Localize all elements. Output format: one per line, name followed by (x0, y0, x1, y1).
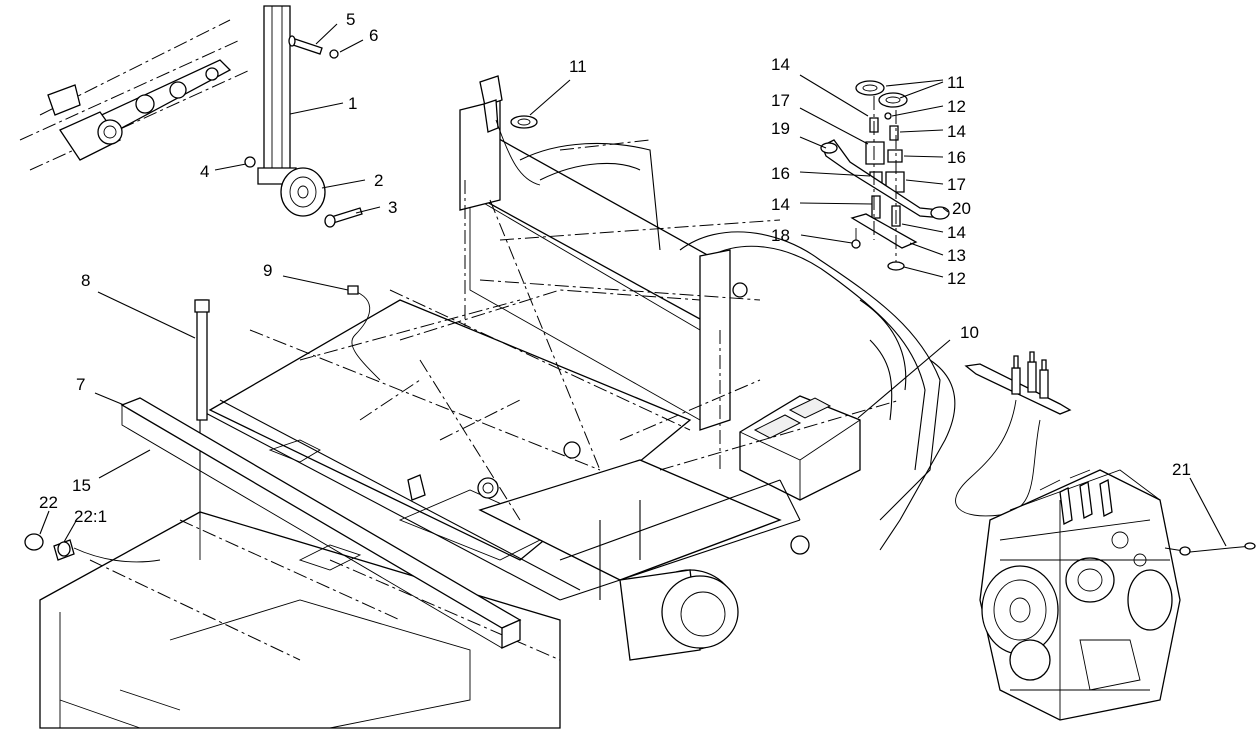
housing-part-17a (865, 141, 885, 165)
fitting-part-22-1 (53, 539, 161, 563)
callout-1: 1 (348, 94, 357, 113)
connector-part-11-upper (479, 75, 541, 186)
callout-6: 6 (369, 26, 378, 45)
harness-part-10 (955, 351, 1072, 517)
callout-18: 18 (771, 226, 790, 245)
callout-19: 19 (771, 119, 790, 138)
sensor-part-14c (889, 125, 899, 141)
cap-part-22 (24, 533, 44, 551)
grommet-part-11b (878, 92, 908, 108)
callout-12-b: 12 (947, 269, 966, 288)
callout-16-b: 16 (947, 148, 966, 167)
callout-13: 13 (947, 246, 966, 265)
callout-11-b: 11 (947, 73, 965, 92)
bracket-part-13 (850, 213, 918, 249)
callout-8: 8 (81, 271, 90, 290)
leader-lines (39, 23, 1227, 547)
sensor-stack (820, 80, 950, 271)
grommet-part-11a (855, 80, 885, 96)
callout-14-b: 14 (771, 195, 790, 214)
nut-part-16b (887, 149, 903, 163)
callout-11-upper: 11 (569, 57, 587, 76)
callout-14-d: 14 (947, 223, 966, 242)
callout-5: 5 (346, 10, 355, 29)
post-part-1 (257, 5, 297, 185)
chassis-frame (39, 99, 956, 729)
callout-21: 21 (1172, 460, 1191, 479)
callout-12-a: 12 (947, 97, 966, 116)
grommet-part-11-upper (510, 115, 538, 129)
callout-labels: 5 6 1 4 2 3 11 8 9 7 15 22 22:1 14 17 19… (39, 10, 1191, 526)
cable-part-21 (1164, 542, 1256, 556)
arm-assembly (19, 19, 251, 171)
clip-part-12a (884, 112, 892, 120)
rod-part-8 (194, 299, 210, 421)
callout-7: 7 (76, 375, 85, 394)
wire-part-9 (347, 285, 381, 381)
bolt-part-18 (851, 239, 861, 249)
callout-15: 15 (72, 476, 91, 495)
callout-2: 2 (374, 171, 383, 190)
callout-20: 20 (952, 199, 971, 218)
clip-part-12b (887, 261, 905, 271)
callout-14-a: 14 (771, 55, 790, 74)
sensor-part-14b (871, 195, 881, 219)
callout-14-c: 14 (947, 122, 966, 141)
callout-22-1: 22:1 (74, 507, 107, 526)
callout-16-a: 16 (771, 164, 790, 183)
callout-3: 3 (388, 198, 397, 217)
engine-assembly (979, 469, 1181, 721)
bolt-part-3 (324, 207, 363, 228)
nut-part-4 (244, 156, 256, 168)
pin-part-5 (288, 35, 323, 55)
callout-17-a: 17 (771, 91, 790, 110)
callout-17-b: 17 (947, 175, 966, 194)
callout-22: 22 (39, 493, 58, 512)
tube-part-7 (120, 397, 522, 650)
callout-9: 9 (263, 261, 272, 280)
callout-10: 10 (960, 323, 979, 342)
wheel-part-2 (280, 167, 326, 217)
cotter-part-6 (329, 49, 339, 59)
callout-4: 4 (200, 162, 209, 181)
